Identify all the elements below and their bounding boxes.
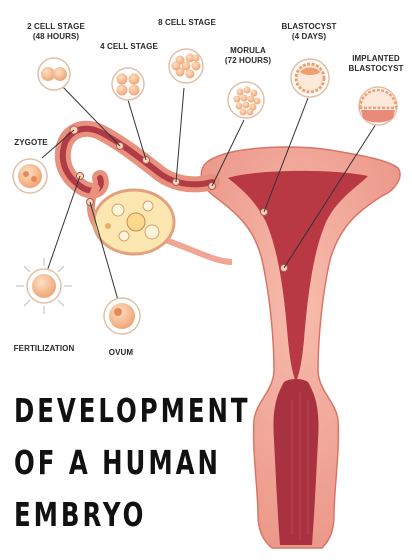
label-four-cell-stage: 4 CELL STAGE [96,42,162,52]
label-two-cell-stage: 2 CELL STAGE (48 HOURS) [18,22,94,42]
ovum [104,298,140,334]
label-implanted-blastocyst: IMPLANTED BLASTOCYST [344,54,408,74]
label-morula: MORULA (72 HOURS) [218,46,278,66]
label-blastocyst: BLASTOCYST (4 DAYS) [278,22,340,42]
implanted-blastocyst [359,87,397,125]
title-line-1: DEVELOPMENT [14,392,251,430]
uterus [201,147,400,548]
morula [228,82,264,118]
ovary [94,190,232,262]
label-ovum: OVUM [100,348,142,358]
label-fertilization: FERTILIZATION [8,344,80,354]
two-cell-stage [38,58,70,90]
fertilization [16,258,72,314]
zygote [13,159,47,193]
label-eight-cell-stage: 8 CELL STAGE [154,18,220,28]
title-line-2: OF A HUMAN [14,444,221,482]
label-zygote: ZYGOTE [8,138,54,148]
title-line-3: EMBRYO [14,496,146,534]
blastocyst [291,59,329,97]
four-cell-stage [112,68,144,100]
eight-cell-stage [169,49,203,83]
